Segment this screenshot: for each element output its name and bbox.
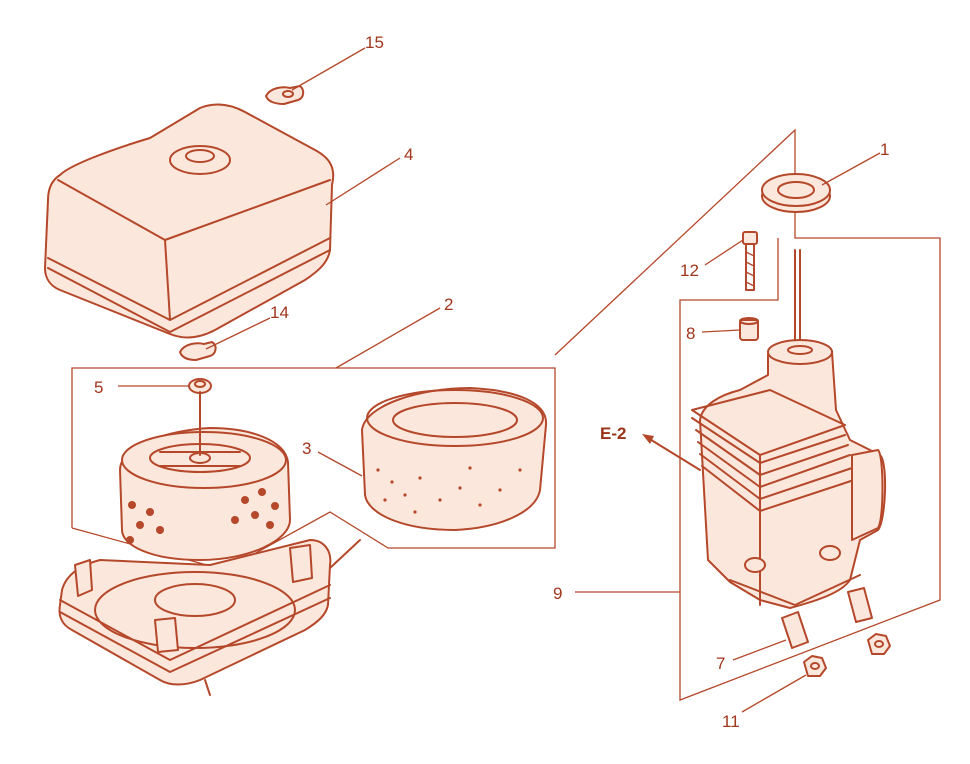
e2-reference-arrow — [642, 434, 701, 471]
callout-15: 15 — [365, 33, 384, 52]
callout-12: 12 — [680, 261, 699, 280]
callout-9: 9 — [553, 584, 563, 603]
part-9-housing — [691, 249, 887, 609]
callout-2: 2 — [444, 295, 454, 314]
callout-3: 3 — [302, 439, 312, 458]
part-3-foam-element — [361, 387, 548, 531]
callout-7: 7 — [716, 654, 726, 673]
part-7-collars — [781, 587, 873, 649]
part-14-wing-nut — [179, 341, 217, 361]
callout-8: 8 — [686, 324, 696, 343]
part-8-collar — [739, 317, 759, 341]
part-15-wing-nut — [265, 85, 305, 105]
paper-filter-element — [119, 391, 291, 561]
callout-11: 11 — [722, 712, 740, 731]
reference-e2: E-2 — [600, 424, 627, 443]
part-12-bolt — [742, 231, 758, 291]
part-4-cover — [44, 103, 335, 339]
callout-5: 5 — [94, 378, 104, 397]
callout-1: 1 — [880, 140, 890, 159]
callout-14: 14 — [270, 303, 289, 322]
leader-lines — [118, 47, 881, 713]
air-cleaner-base — [58, 539, 361, 696]
callout-4: 4 — [404, 145, 414, 164]
part-5-washer — [188, 378, 212, 394]
part-9-bracket — [554, 128, 941, 701]
part-1-grommet — [761, 173, 831, 213]
part-11-nuts — [803, 633, 891, 677]
